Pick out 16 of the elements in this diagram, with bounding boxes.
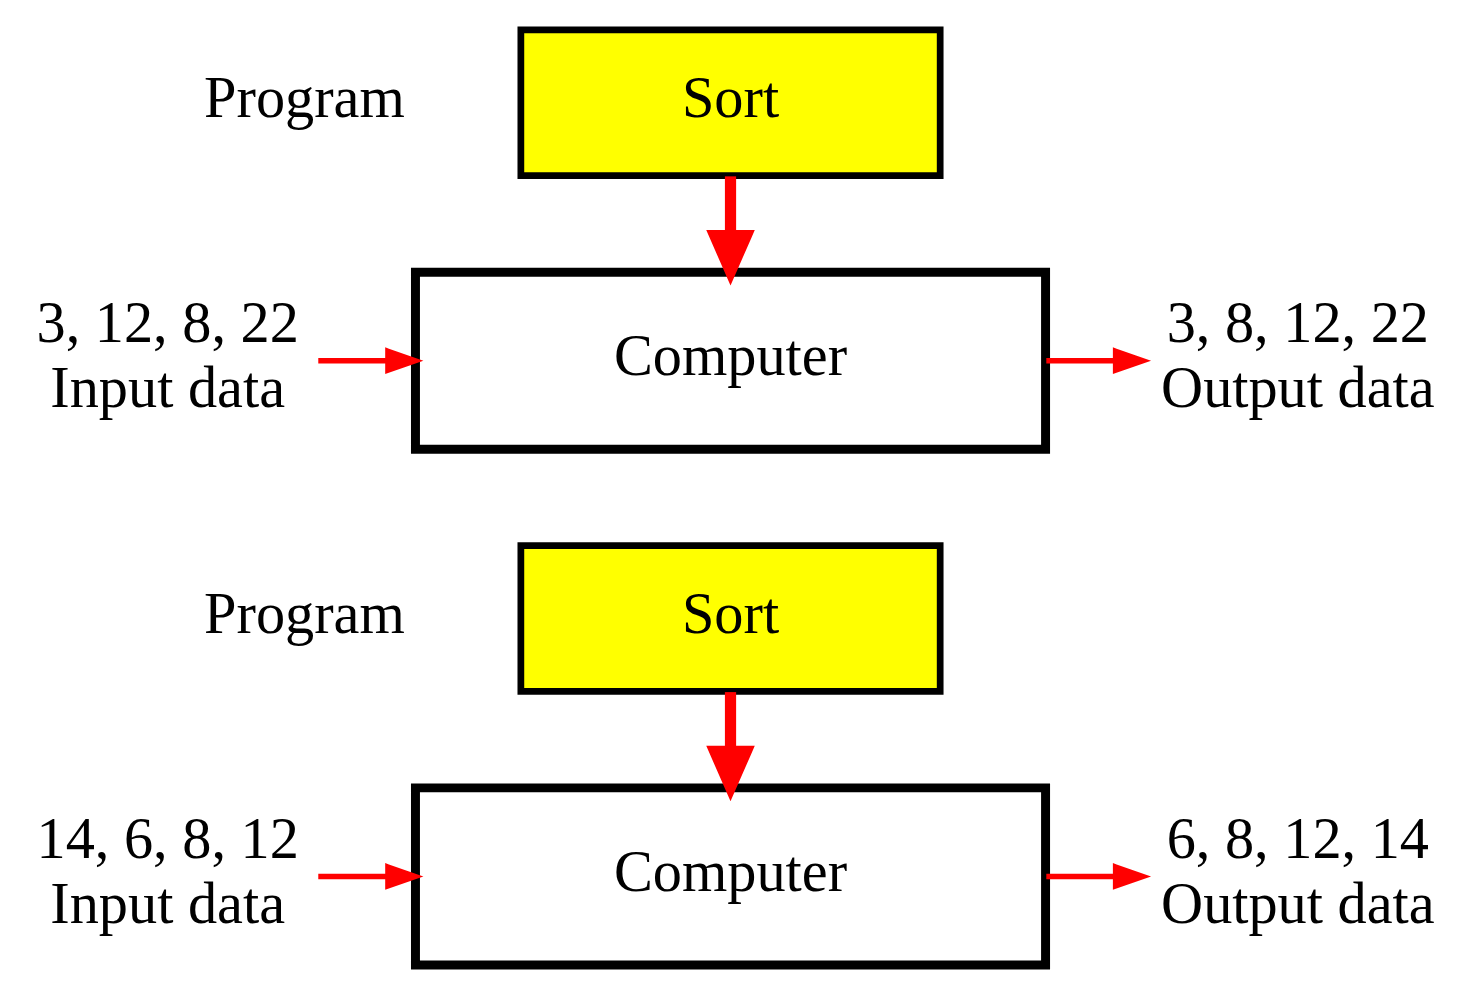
arrow	[706, 175, 755, 286]
node-box: Computer	[410, 267, 1051, 454]
node-box: Sort	[517, 26, 944, 179]
node-label: Program	[204, 64, 405, 130]
arrow	[1046, 862, 1152, 890]
node-box: Computer	[410, 782, 1051, 969]
arrow	[1046, 346, 1152, 374]
node-text: 6, 8, 12, 14 Output data	[1161, 805, 1435, 936]
node-text: 3, 8, 12, 22 Output data	[1161, 289, 1435, 420]
node-label: Program	[204, 580, 405, 646]
arrow	[318, 346, 424, 374]
node-text: 14, 6, 8, 12 Input data	[36, 805, 299, 936]
arrow	[318, 862, 424, 890]
node-box: Sort	[517, 541, 944, 695]
node-text: 3, 12, 8, 22 Input data	[36, 289, 299, 420]
arrow	[706, 691, 755, 801]
